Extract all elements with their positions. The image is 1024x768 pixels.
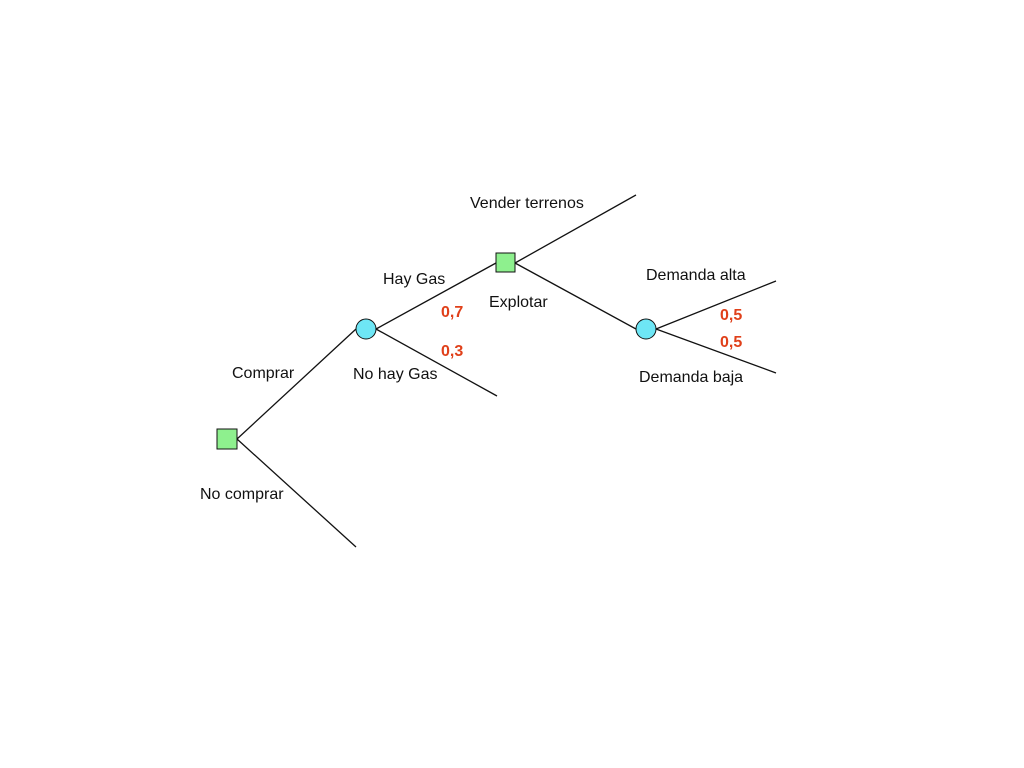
branch-label-no-hay-gas: No hay Gas bbox=[353, 366, 438, 383]
branch-line-explotar bbox=[514, 262, 637, 330]
probability-hay-gas: 0,7 bbox=[441, 304, 464, 321]
branch-label-vender-terrenos: Vender terrenos bbox=[470, 195, 584, 212]
branch-label-explotar: Explotar bbox=[489, 294, 548, 311]
branch-line-demanda-baja bbox=[655, 328, 777, 374]
branch-label-hay-gas: Hay Gas bbox=[383, 271, 446, 288]
branch-line-demanda-alta bbox=[655, 280, 777, 330]
branch-label-comprar: Comprar bbox=[232, 365, 295, 382]
probability-no-hay-gas: 0,3 bbox=[441, 343, 464, 360]
chance-node-icon[interactable] bbox=[635, 318, 657, 340]
branch-line-no-hay-gas bbox=[375, 328, 498, 397]
branch-label-no-comprar: No comprar bbox=[200, 486, 284, 503]
branch-line-comprar bbox=[236, 328, 357, 440]
branch-line-hay-gas bbox=[375, 262, 497, 330]
decision-node-icon[interactable] bbox=[216, 428, 238, 450]
branch-line-no-comprar bbox=[236, 438, 357, 548]
decision-node-icon[interactable] bbox=[495, 252, 516, 273]
branch-line-vender-terrenos bbox=[514, 194, 637, 264]
branch-label-demanda-baja: Demanda baja bbox=[639, 369, 744, 386]
probability-demanda-baja: 0,5 bbox=[720, 334, 743, 351]
branch-label-demanda-alta: Demanda alta bbox=[646, 267, 746, 284]
chance-node-icon[interactable] bbox=[355, 318, 377, 340]
probability-demanda-alta: 0,5 bbox=[720, 307, 743, 324]
